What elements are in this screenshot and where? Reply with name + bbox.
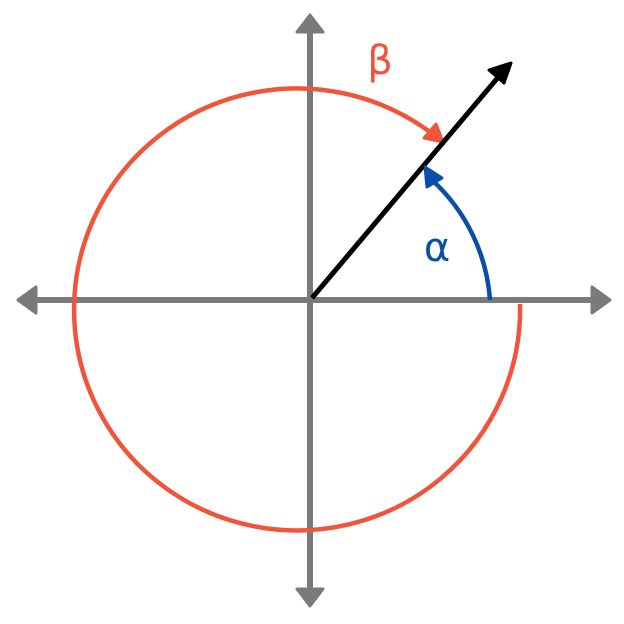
alpha-label: α: [424, 225, 450, 271]
beta-label: β: [367, 38, 393, 84]
x-axis-left-arrowhead-icon: [16, 285, 38, 315]
y-axis-top-arrowhead-icon: [295, 13, 325, 34]
alpha-arc: [423, 165, 493, 301]
x-axis: [16, 285, 612, 315]
y-axis: [295, 13, 325, 608]
alpha-arrowhead-icon: [423, 165, 444, 189]
beta-arc: [71, 86, 523, 533]
vector: [310, 61, 513, 300]
vector-arrowhead-icon: [487, 61, 513, 85]
y-axis-bottom-arrowhead-icon: [295, 587, 325, 608]
beta-arrowhead-icon: [422, 122, 445, 144]
x-axis-right-arrowhead-icon: [590, 285, 612, 315]
